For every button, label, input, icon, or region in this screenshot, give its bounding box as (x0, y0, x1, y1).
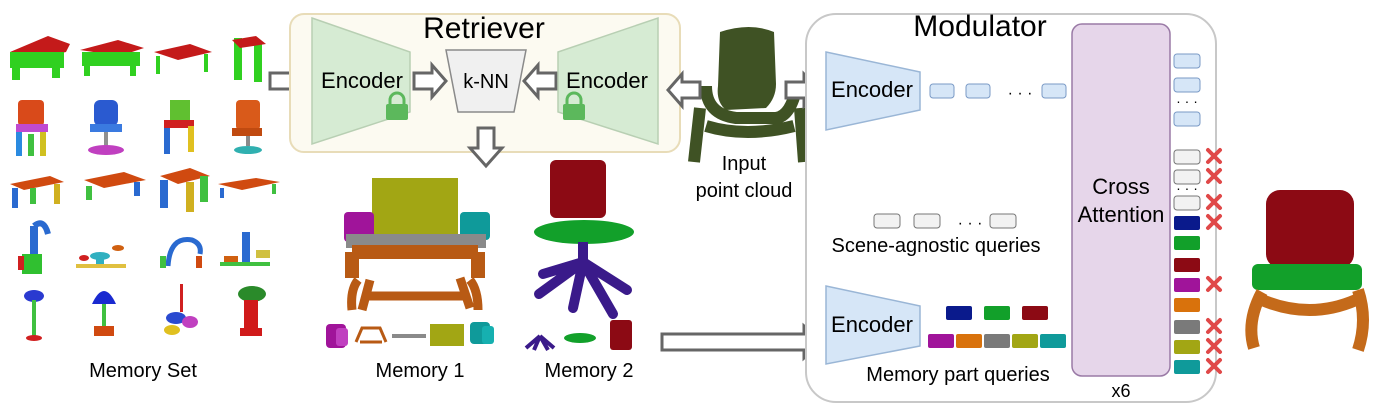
reject-icon (1206, 148, 1222, 164)
modulator-encoder-top (825, 51, 921, 131)
memory-faucet-4 (220, 232, 270, 266)
memory-lamp-2 (92, 291, 116, 336)
cross-attention-label-line1: Cross (1092, 174, 1149, 199)
arrow-memory-to-modulator (660, 322, 825, 362)
lock-icon (386, 91, 408, 120)
output-scene-tokens (1173, 149, 1201, 211)
scene-query-dots: · · · (958, 215, 983, 232)
token-dots: · · · (1008, 85, 1033, 102)
reject-icon (1206, 338, 1222, 354)
memory-1-label: Memory 1 (376, 360, 465, 382)
cross-attention-block (1071, 23, 1171, 377)
memory-lamp-3 (164, 284, 198, 335)
output-segmented-chair (1245, 190, 1369, 352)
memory-table-6 (84, 172, 146, 200)
scene-query-tokens (873, 213, 1017, 229)
arrow-encoder-right-to-knn (522, 61, 558, 101)
memory-part-queries-label: Memory part queries (866, 364, 1049, 386)
reject-icon (1206, 318, 1222, 334)
memory-lamp-4 (238, 286, 266, 336)
reject-icons (1206, 148, 1222, 374)
repeat-count: x6 (1111, 381, 1130, 401)
memory-1-parts (326, 322, 494, 348)
memory-table-5 (10, 176, 64, 208)
reject-icon (1206, 358, 1222, 374)
input-label-line1: Input (722, 153, 767, 175)
modulator-encoder-bottom-label: Encoder (831, 312, 913, 337)
memory-table-7 (160, 168, 210, 212)
memory-chair-3 (164, 100, 194, 154)
memory-1-chair (344, 178, 490, 312)
reject-icon (1206, 214, 1222, 230)
knn-label: k-NN (463, 71, 509, 93)
lock-icon (563, 91, 585, 120)
memory-table-3 (154, 44, 212, 74)
memory-table-8 (218, 178, 280, 198)
knn-box (445, 49, 527, 113)
modulator-encoder-bottom (825, 285, 921, 365)
output-part-tokens (1174, 216, 1200, 374)
modulator-title: Modulator (913, 10, 1046, 43)
memory-part-query-tokens (928, 306, 1066, 348)
memory-chair-2 (88, 100, 124, 155)
reject-icon (1206, 168, 1222, 184)
memory-chair-4 (232, 100, 262, 154)
memory-2-label: Memory 2 (545, 360, 634, 382)
memory-set-label: Memory Set (89, 360, 197, 382)
reject-icon (1206, 194, 1222, 210)
memory-faucet-2 (76, 245, 126, 268)
retriever-title: Retriever (423, 12, 545, 45)
scene-agnostic-queries-label: Scene-agnostic queries (831, 235, 1040, 257)
memory-2-chair (534, 160, 634, 319)
memory-faucet-3 (160, 237, 203, 268)
encoder-output-tokens (929, 83, 1067, 99)
retriever-encoder-left-label: Encoder (321, 68, 403, 93)
memory-faucet-1 (18, 220, 51, 274)
cross-attention-label-line2: Attention (1078, 202, 1165, 227)
output-encoder-tokens (1173, 53, 1201, 127)
output-scene-dots: · · · (1176, 180, 1198, 196)
arrow-encoder-to-knn (412, 61, 448, 101)
memory-table-2 (80, 40, 144, 76)
input-point-cloud (688, 27, 810, 163)
modulator-encoder-top-label: Encoder (831, 77, 913, 102)
memory-table-1 (10, 36, 70, 80)
input-label-line2: point cloud (696, 180, 793, 202)
memory-set-grid (10, 36, 280, 341)
memory-table-4 (232, 36, 266, 82)
retriever-encoder-left (311, 16, 411, 146)
memory-chair-1 (16, 100, 48, 156)
memory-2-parts (524, 320, 632, 351)
output-token-dots: · · · (1176, 93, 1198, 109)
arrow-input-to-retriever (666, 70, 702, 110)
memory-lamp-1 (24, 290, 44, 341)
retriever-encoder-right-label: Encoder (566, 68, 648, 93)
reject-icon (1206, 276, 1222, 292)
arrow-knn-down (466, 126, 506, 169)
